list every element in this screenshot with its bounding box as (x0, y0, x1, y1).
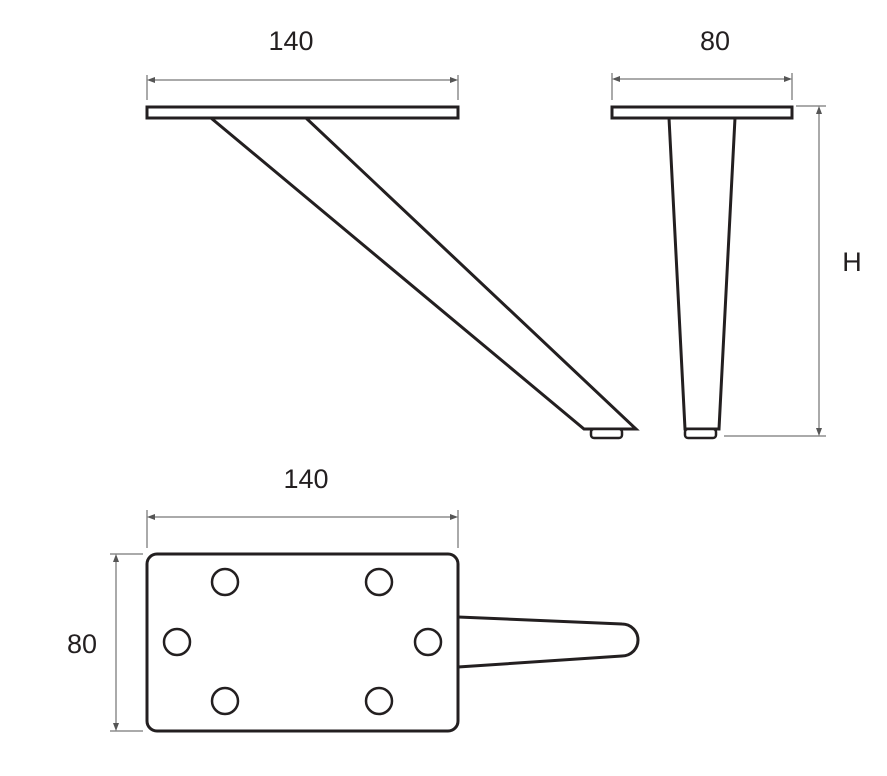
side-view-mounting-plate (145, 105, 460, 120)
front-view-mounting-plate (610, 105, 794, 120)
screw-hole (413, 627, 443, 657)
side-view-width-label: 140 (268, 26, 313, 56)
top-view: 140 80 (67, 464, 640, 733)
top-view-depth-label: 80 (67, 629, 97, 659)
top-view-mounting-plate (145, 552, 460, 733)
side-view-angled-leg (206, 116, 640, 431)
front-view-height-label: H (842, 247, 862, 277)
front-view-width-dimension: 80 (611, 26, 793, 100)
side-view: 140 (145, 26, 640, 440)
front-view-width-label: 80 (700, 26, 730, 56)
front-view-height-dimension: H (724, 105, 862, 437)
screw-hole (364, 567, 394, 597)
front-view: 80 H (610, 26, 862, 440)
front-view-glide-foot (683, 427, 718, 440)
screw-hole (364, 686, 394, 716)
screw-hole (210, 567, 240, 597)
top-view-depth-dimension: 80 (67, 553, 143, 732)
screw-hole (162, 627, 192, 657)
side-view-width-dimension: 140 (146, 26, 459, 100)
side-view-glide-foot (589, 427, 624, 440)
front-view-tapered-leg (667, 116, 737, 431)
top-view-width-label: 140 (283, 464, 328, 494)
top-view-leg-projection (457, 615, 640, 669)
top-view-width-dimension: 140 (146, 464, 459, 548)
screw-hole (210, 686, 240, 716)
